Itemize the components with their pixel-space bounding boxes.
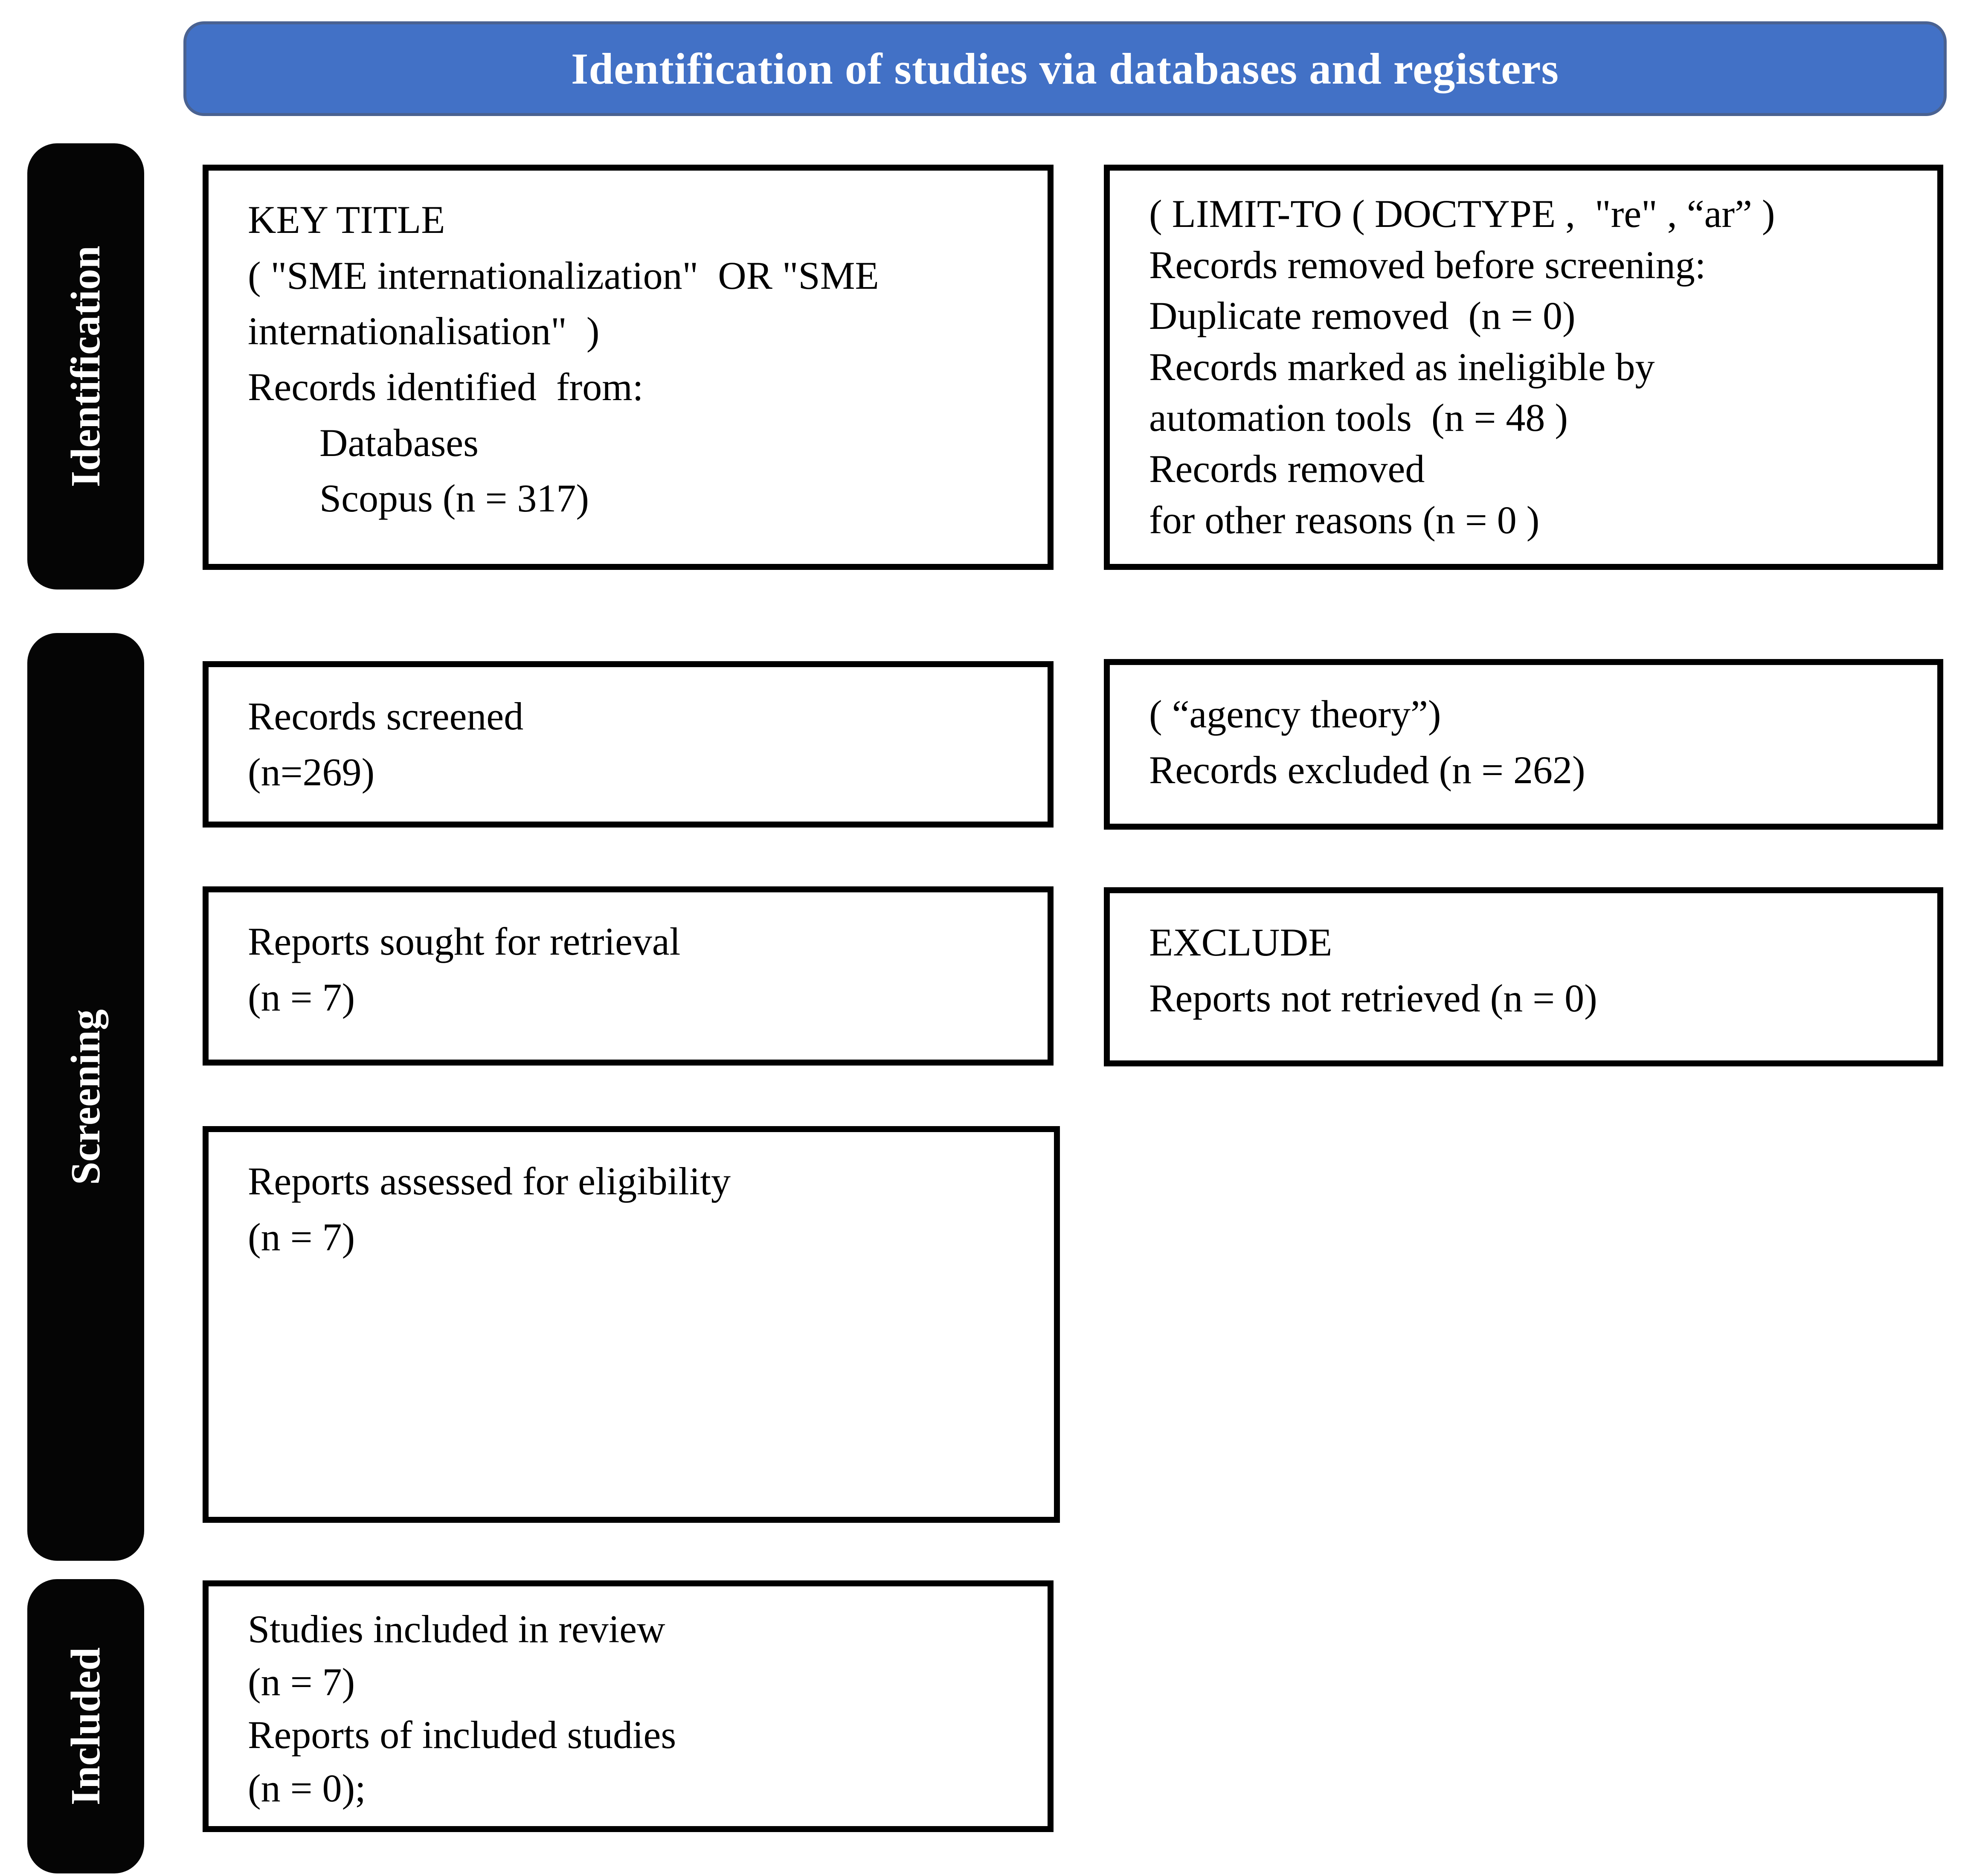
box-text-line: (n = 7) bbox=[248, 1660, 355, 1704]
stage-pill-included: Included bbox=[27, 1579, 144, 1873]
box-records-screened: Records screened (n=269) bbox=[203, 661, 1054, 828]
box-text-line: (n = 7) bbox=[248, 975, 355, 1019]
box-records-excluded: ( “agency theory”) Records excluded (n = … bbox=[1104, 659, 1943, 830]
box-reports-sought: Reports sought for retrieval (n = 7) bbox=[203, 886, 1054, 1066]
box-text-line: Records screened bbox=[248, 694, 524, 738]
box-text-line: automation tools (n = 48 ) bbox=[1149, 396, 1568, 440]
box-text-line: Records removed before screening: bbox=[1149, 243, 1706, 287]
stage-label-identification: Identification bbox=[63, 245, 109, 488]
box-reports-not-retrieved: EXCLUDE Reports not retrieved (n = 0) bbox=[1104, 887, 1943, 1066]
box-text-line: Records marked as ineligible by bbox=[1149, 345, 1655, 389]
box-text-line: ( “agency theory”) bbox=[1149, 692, 1441, 736]
box-text-line: (n = 7) bbox=[248, 1215, 355, 1259]
box-text-line: EXCLUDE bbox=[1149, 921, 1332, 964]
stage-pill-identification: Identification bbox=[27, 143, 144, 590]
box-text-line: Reports of included studies bbox=[248, 1713, 676, 1757]
box-records-removed-before-screening: ( LIMIT-TO ( DOCTYPE , "re" , “ar” ) Reco… bbox=[1104, 165, 1943, 570]
box-text-line: Scopus (n = 317) bbox=[319, 476, 589, 520]
box-reports-assessed: Reports assessed for eligibility (n = 7) bbox=[203, 1126, 1060, 1523]
box-text-line: Studies included in review bbox=[248, 1607, 665, 1651]
box-text-line: Reports not retrieved (n = 0) bbox=[1149, 976, 1597, 1020]
box-text-line: ( LIMIT-TO ( DOCTYPE , "re" , “ar” ) bbox=[1149, 192, 1775, 235]
header-banner: Identification of studies via databases … bbox=[183, 21, 1947, 116]
box-text-line: Records identified from: bbox=[248, 365, 644, 409]
box-text-line: Records removed bbox=[1149, 447, 1425, 491]
box-text-line: Records excluded (n = 262) bbox=[1149, 748, 1585, 792]
stage-pill-screening: Screening bbox=[27, 633, 144, 1561]
box-studies-included: Studies included in review (n = 7) Reports… bbox=[203, 1580, 1054, 1832]
box-text-line: Reports assessed for eligibility bbox=[248, 1159, 731, 1203]
box-records-identified: KEY TITLE ( "SME internationalization" OR… bbox=[203, 165, 1054, 570]
box-text-line: (n = 0); bbox=[248, 1766, 366, 1810]
box-text-line: ( "SME internationalization" OR "SME bbox=[248, 253, 879, 297]
box-text-line: Duplicate removed (n = 0) bbox=[1149, 294, 1576, 338]
header-title: Identification of studies via databases … bbox=[571, 44, 1559, 93]
box-text-line: (n=269) bbox=[248, 750, 375, 794]
box-text-line: for other reasons (n = 0 ) bbox=[1149, 498, 1540, 542]
box-text-line: Databases bbox=[319, 421, 479, 465]
box-text-line: Reports sought for retrieval bbox=[248, 920, 681, 963]
box-text-line: internationalisation" ) bbox=[248, 309, 600, 353]
stage-label-screening: Screening bbox=[63, 1009, 109, 1185]
stage-label-included: Included bbox=[63, 1647, 109, 1806]
box-text-line: KEY TITLE bbox=[248, 198, 445, 241]
